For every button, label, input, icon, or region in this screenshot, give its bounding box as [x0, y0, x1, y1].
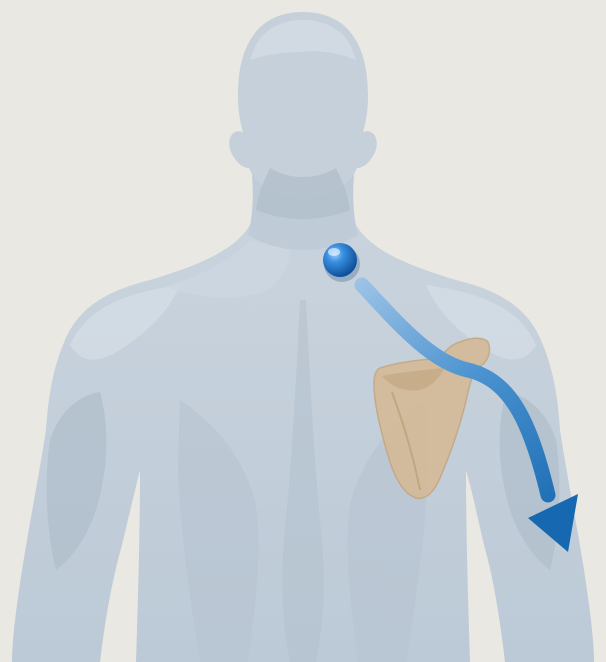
- marker-gloss: [328, 248, 340, 256]
- marker-ball: [323, 243, 357, 277]
